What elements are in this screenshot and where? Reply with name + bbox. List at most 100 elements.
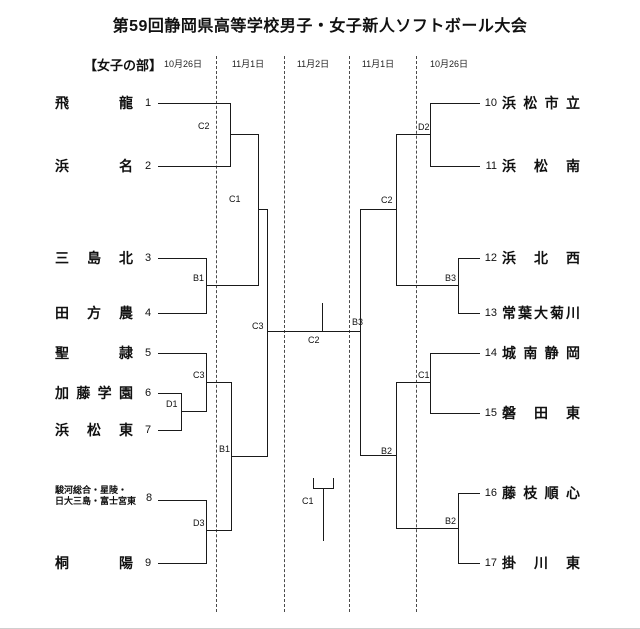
match-label: B2: [381, 446, 393, 456]
bracket-line-v: [267, 209, 268, 457]
team-entry: 聖隷 5: [55, 343, 151, 363]
bracket-line-v: [231, 382, 232, 531]
bracket-line-v: [323, 488, 324, 541]
team-entry: 16 藤枝順心: [481, 483, 580, 503]
bracket-line-v: [333, 478, 334, 489]
bracket-line-h: [396, 285, 459, 286]
team-seed: 16: [484, 487, 497, 499]
bracket-line-h: [360, 209, 396, 210]
bracket-line-h: [181, 411, 206, 412]
team-seed: 5: [145, 347, 152, 359]
round-date: 10月26日: [163, 59, 203, 69]
bracket-line-h: [158, 313, 206, 314]
match-label: D3: [193, 518, 205, 528]
team-entry: 12 浜北西: [481, 248, 580, 268]
team-entry: 浜名 2: [55, 156, 151, 176]
team-entry: 駿河総合・星陵・ 日大三島・富士宮東: [55, 485, 136, 507]
division-label: 【女子の部】: [84, 58, 163, 73]
team-seed: 1: [145, 97, 152, 109]
bracket-line-h: [158, 500, 206, 501]
team-name: 浜名: [55, 158, 133, 174]
team-seed: 3: [145, 252, 152, 264]
bracket-line-h: [158, 430, 181, 431]
match-label: D1: [166, 399, 178, 409]
team-seed: 12: [484, 252, 497, 264]
bracket-line-v: [206, 500, 207, 564]
column-divider: [216, 56, 217, 612]
team-seed: 6: [145, 387, 152, 399]
round-date: 10月26日: [429, 59, 469, 69]
bracket-line-h: [158, 166, 230, 167]
team-entry: 飛龍 1: [55, 93, 151, 113]
bracket-line-h: [458, 493, 480, 494]
match-label: C1: [418, 370, 430, 380]
team-seed: 11: [485, 160, 497, 172]
bracket-line-h: [206, 530, 232, 531]
bracket-line-h: [258, 209, 268, 210]
match-label: C1: [229, 194, 241, 204]
bracket-line-v: [206, 353, 207, 412]
bracket-line-h: [158, 563, 206, 564]
team-name: 聖隷: [55, 345, 133, 361]
bracket-line-h: [396, 382, 431, 383]
team-name: 浜松東: [55, 422, 133, 438]
team-seed: 14: [484, 347, 497, 359]
bracket-line-v: [458, 493, 459, 564]
match-label: D2: [418, 122, 430, 132]
team-name: 加藤学園: [55, 385, 133, 401]
bracket-line-h: [396, 528, 459, 529]
bracket-line-h: [158, 393, 181, 394]
bracket-line-v: [458, 258, 459, 314]
team-name: 常葉大菊川: [502, 305, 580, 321]
bracket-line-h: [458, 563, 480, 564]
bracket-line-h: [158, 258, 206, 259]
round-date: 11月2日: [296, 59, 330, 69]
team-seed: 9: [145, 557, 152, 569]
match-label: B1: [219, 444, 231, 454]
team-name: 駿河総合・星陵・: [55, 485, 128, 495]
team-seed: 2: [145, 160, 152, 172]
team-name: 藤枝順心: [502, 485, 580, 501]
bracket-line-h: [430, 353, 480, 354]
bracket-line-v: [181, 393, 182, 431]
match-label: C2: [381, 195, 393, 205]
team-name: 日大三島・富士宮東: [55, 496, 137, 506]
bracket-line-v: [258, 134, 259, 286]
bracket-line-v: [396, 382, 397, 529]
team-name: 磐田東: [502, 405, 580, 421]
bracket-line-v: [430, 103, 431, 167]
bracket-line-v: [313, 478, 314, 489]
team-name: 三島北: [55, 250, 133, 266]
bracket-line-h: [430, 413, 480, 414]
bracket-line-h: [158, 103, 230, 104]
team-entry: 桐陽 9: [55, 553, 151, 573]
team-seed: 13: [484, 307, 497, 319]
bracket-line-h: [230, 134, 258, 135]
match-label: B2: [445, 516, 457, 526]
bracket-line-h: [158, 353, 206, 354]
match-label: C3: [252, 321, 264, 331]
team-name: 桐陽: [55, 555, 133, 571]
bracket-line-h: [430, 103, 480, 104]
team-entry: 三島北 3: [55, 248, 151, 268]
match-label: C2: [198, 121, 210, 131]
bracket-line-h: [360, 455, 396, 456]
team-seed: 15: [484, 407, 497, 419]
team-name: 浜北西: [502, 250, 580, 266]
bracket-line-h: [206, 382, 232, 383]
team-seed: 17: [484, 557, 497, 569]
team-name: 飛龍: [55, 95, 133, 111]
bracket-line-h: [458, 258, 480, 259]
bracket-line-h: [396, 134, 431, 135]
column-divider: [284, 56, 285, 612]
bracket-line-v: [430, 353, 431, 414]
column-divider: [416, 56, 417, 612]
match-label: B3: [445, 273, 457, 283]
team-entry: 加藤学園 6: [55, 383, 151, 403]
match-label: B3: [352, 317, 364, 327]
